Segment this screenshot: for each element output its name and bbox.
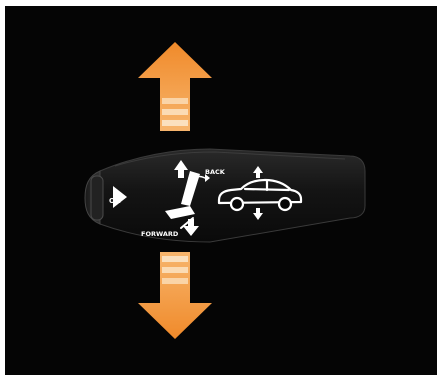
illustration-canvas: OK BACK FORWARD	[5, 6, 437, 375]
ok-label: OK	[109, 197, 121, 205]
stalk-lever	[100, 149, 365, 242]
orange-down-arrow-icon	[138, 252, 212, 339]
orange-up-arrow-icon	[138, 42, 212, 131]
back-label: BACK	[205, 168, 226, 176]
lever-illustration: OK BACK FORWARD	[5, 6, 437, 375]
forward-label: FORWARD	[141, 230, 179, 238]
